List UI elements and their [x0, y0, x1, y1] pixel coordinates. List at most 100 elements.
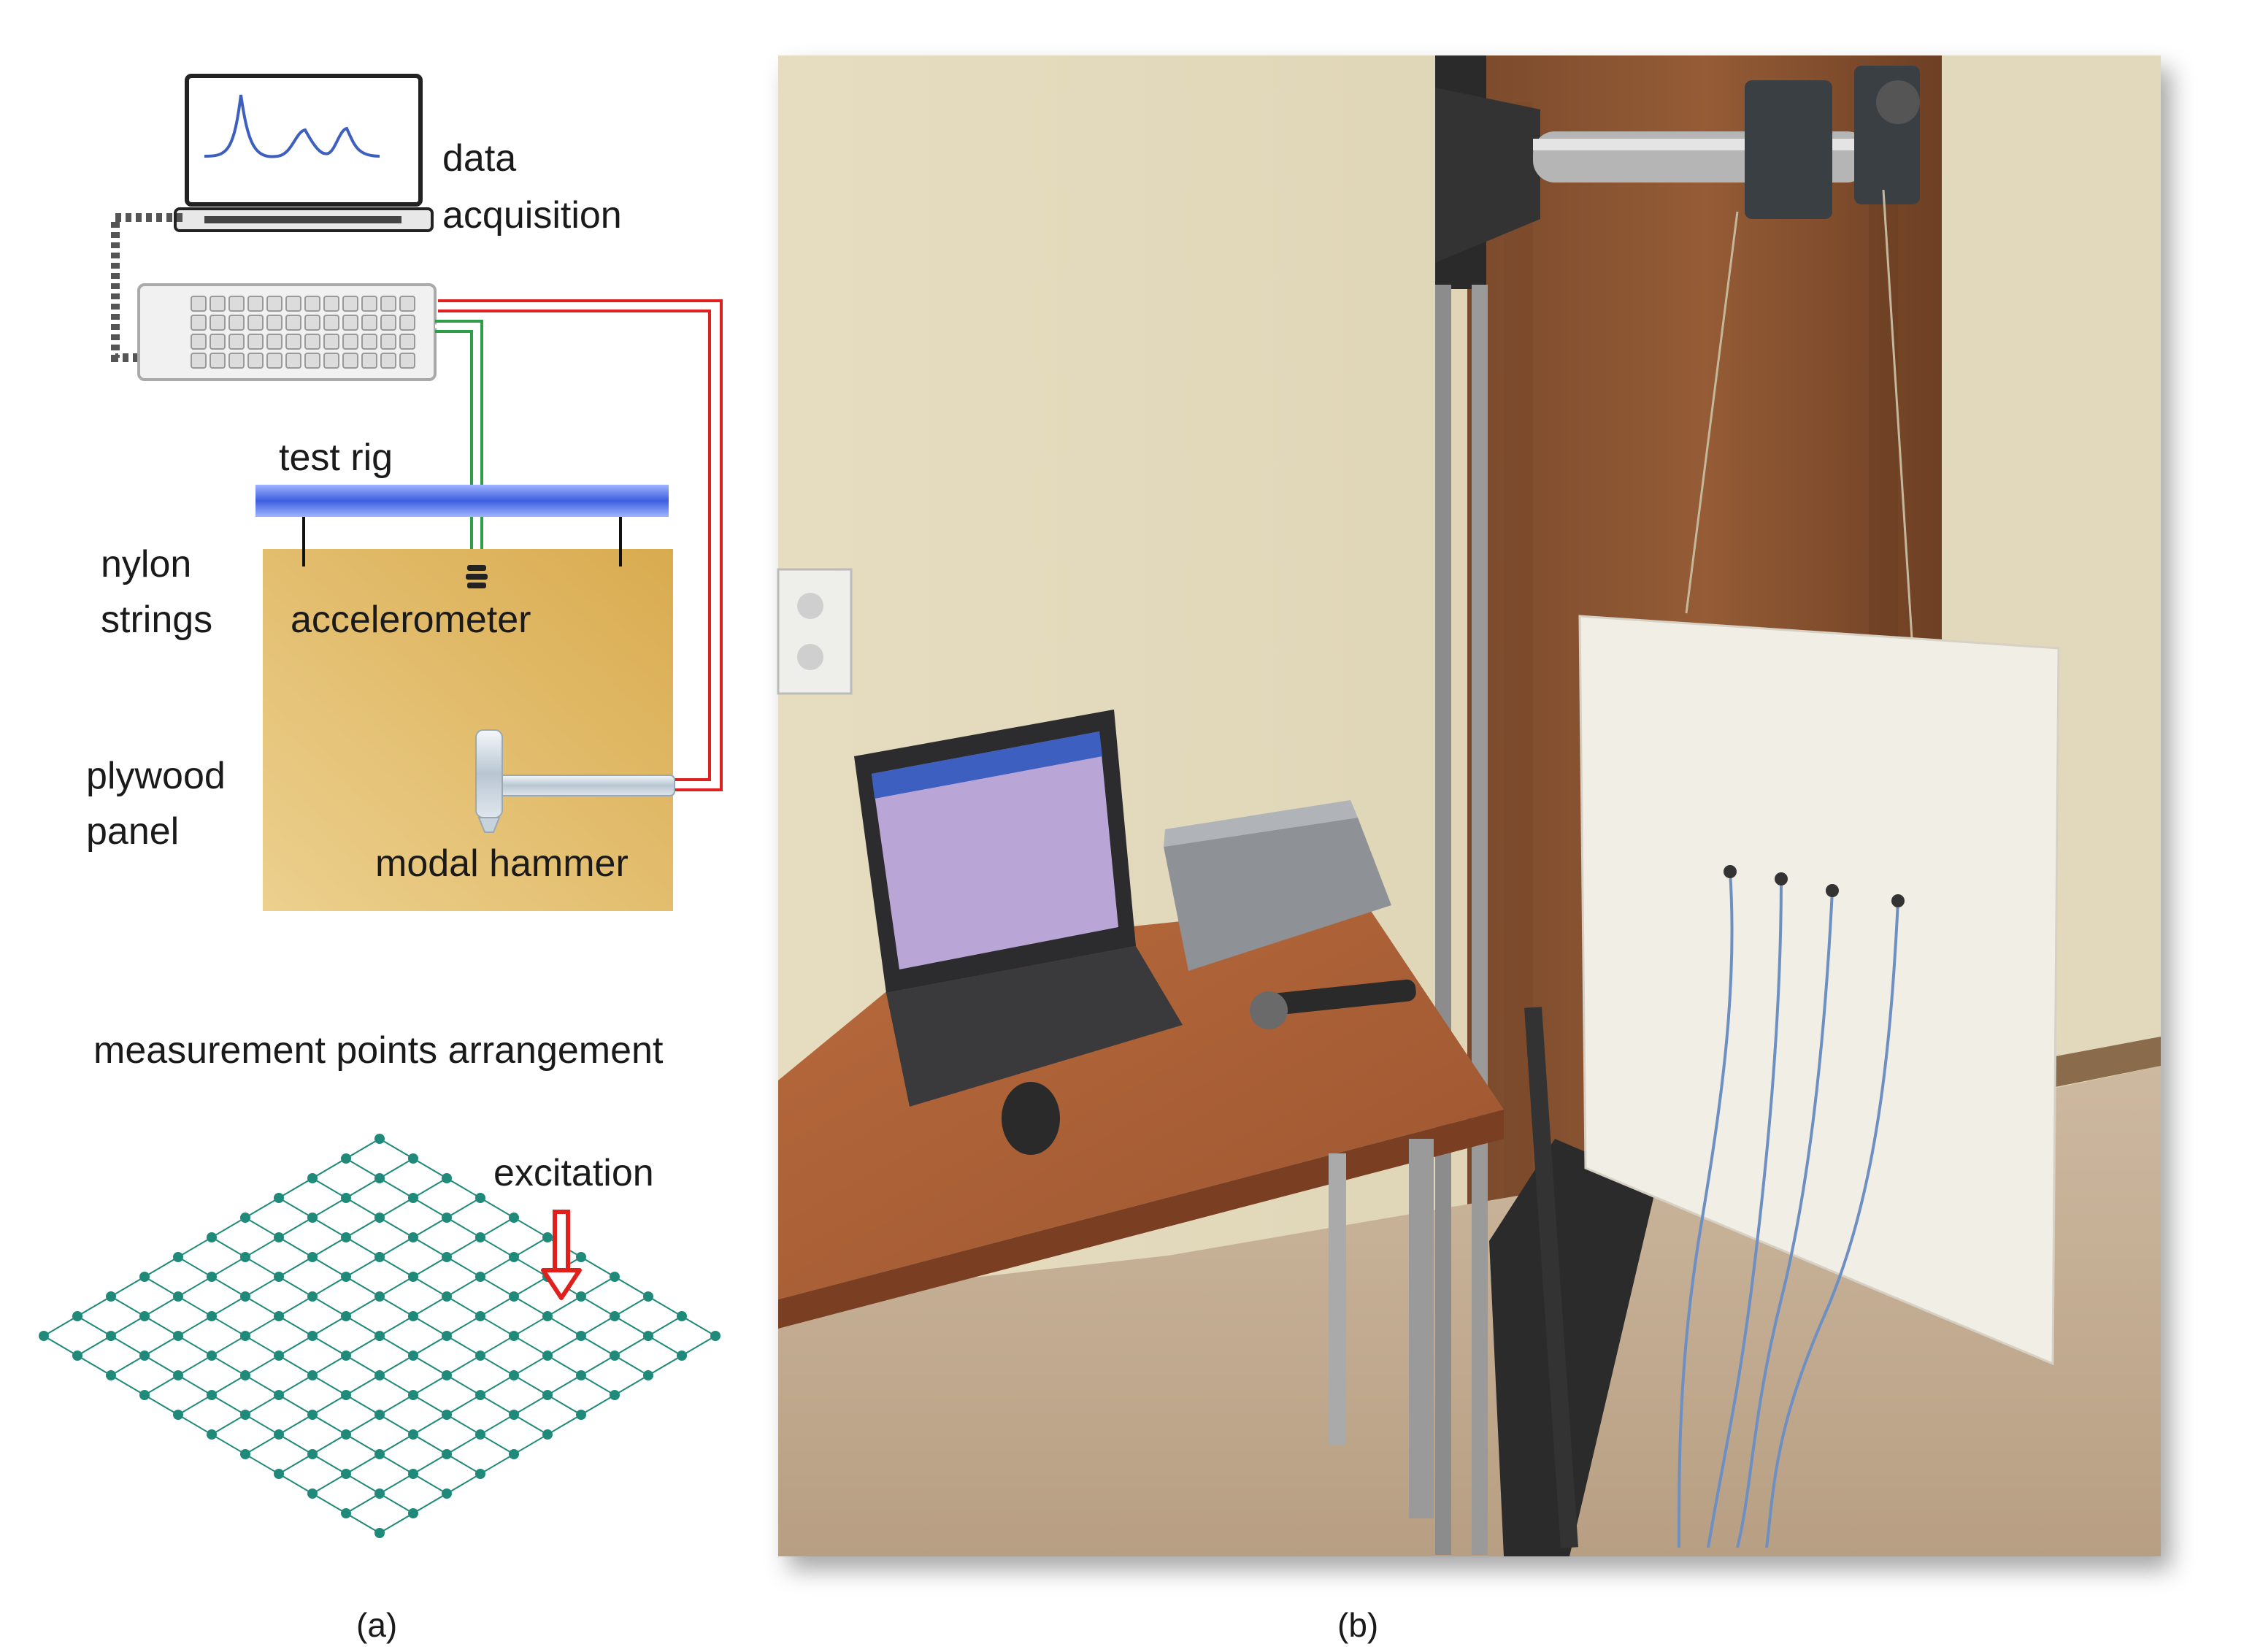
- daq-channel: [304, 315, 320, 331]
- measurement-point: [274, 1311, 284, 1321]
- measurement-point: [39, 1331, 49, 1341]
- measurement-point: [341, 1153, 351, 1164]
- measurement-point: [576, 1252, 586, 1262]
- measurement-point: [509, 1252, 519, 1262]
- daq-channel: [323, 353, 339, 369]
- measurement-point: [475, 1429, 485, 1440]
- measurement-point: [374, 1252, 385, 1262]
- measurement-point: [207, 1351, 217, 1361]
- measurement-point: [307, 1331, 318, 1341]
- daq-module-icon: [137, 283, 437, 381]
- panel-accelerometers: [1678, 871, 1899, 1548]
- measurement-point: [307, 1252, 318, 1262]
- measurement-point: [442, 1213, 452, 1223]
- daq-channel: [304, 334, 320, 350]
- daq-channel: [285, 296, 301, 312]
- measurement-point: [307, 1410, 318, 1420]
- measurement-point: [106, 1291, 116, 1302]
- measurement-point: [173, 1370, 183, 1380]
- measurement-point: [240, 1213, 250, 1223]
- measurement-point: [374, 1331, 385, 1341]
- plywood-panel: [263, 549, 673, 911]
- daq-channel: [399, 334, 415, 350]
- measurement-point: [442, 1370, 452, 1380]
- daq-channel: [399, 353, 415, 369]
- measurement-point: [610, 1351, 620, 1361]
- panel-a: data acquisition test rig: [39, 74, 723, 1644]
- measurement-point: [475, 1469, 485, 1479]
- measurement-point: [542, 1429, 553, 1440]
- measurement-point: [173, 1331, 183, 1341]
- measurement-point: [341, 1272, 351, 1282]
- photo-hammer: [1250, 979, 1416, 1029]
- hanging-plywood-panel: [1578, 615, 2060, 1366]
- measurement-point: [576, 1291, 586, 1302]
- daq-channel: [304, 353, 320, 369]
- daq-channel: [191, 353, 207, 369]
- measurement-point: [408, 1193, 418, 1203]
- daq-channel: [228, 334, 245, 350]
- measurement-point: [442, 1291, 452, 1302]
- measurement-point: [274, 1390, 284, 1400]
- measurement-point: [509, 1291, 519, 1302]
- daq-channel: [228, 315, 245, 331]
- measurement-point: [475, 1193, 485, 1203]
- daq-channel: [191, 315, 207, 331]
- panel-b-photo: [777, 55, 2161, 1556]
- daq-channel: [247, 334, 264, 350]
- measurement-points-label: measurement points arrangement: [93, 1029, 664, 1072]
- measurement-point: [307, 1488, 318, 1499]
- measurement-point: [442, 1488, 452, 1499]
- measurement-point: [341, 1469, 351, 1479]
- daq-channel: [210, 315, 226, 331]
- measurement-point: [442, 1449, 452, 1459]
- measurement-point: [139, 1351, 150, 1361]
- daq-channel: [228, 296, 245, 312]
- caption-b: (b): [1337, 1606, 1378, 1644]
- daq-channel: [361, 353, 377, 369]
- measurement-point: [408, 1390, 418, 1400]
- measurement-point: [374, 1291, 385, 1302]
- daq-channel: [247, 296, 264, 312]
- measurement-point: [576, 1370, 586, 1380]
- measurement-point: [643, 1291, 653, 1302]
- measurement-point: [374, 1134, 385, 1144]
- measurement-point: [643, 1370, 653, 1380]
- measurement-point: [374, 1410, 385, 1420]
- daq-channel: [361, 315, 377, 331]
- measurement-point: [207, 1232, 217, 1242]
- nylon-strings-label-2: strings: [101, 599, 212, 641]
- measurement-point: [240, 1449, 250, 1459]
- measurement-point: [341, 1508, 351, 1518]
- measurement-point: [475, 1390, 485, 1400]
- hammer-signal-cable: [438, 299, 723, 791]
- daq-channel: [210, 334, 226, 350]
- measurement-point: [240, 1370, 250, 1380]
- daq-channel: [399, 315, 415, 331]
- accelerometer-label: accelerometer: [291, 599, 531, 641]
- measurement-point: [307, 1370, 318, 1380]
- measurement-point: [542, 1351, 553, 1361]
- accelerometer-signal-cable: [435, 320, 483, 569]
- daq-channel: [361, 334, 377, 350]
- measurement-point: [374, 1488, 385, 1499]
- measurement-point: [240, 1291, 250, 1302]
- test-stand: [1435, 55, 1920, 1556]
- data-acquisition-label-2: acquisition: [442, 194, 622, 237]
- measurement-point: [307, 1173, 318, 1183]
- measurement-point: [475, 1272, 485, 1282]
- measurement-point: [610, 1272, 620, 1282]
- daq-channel: [380, 334, 396, 350]
- measurement-point: [307, 1449, 318, 1459]
- measurement-point: [374, 1370, 385, 1380]
- measurement-point: [72, 1311, 82, 1321]
- measurement-point: [374, 1449, 385, 1459]
- excitation-arrow-icon: [541, 1210, 582, 1300]
- measurement-point: [173, 1410, 183, 1420]
- daq-channel: [380, 353, 396, 369]
- photo-mouse: [1002, 1082, 1060, 1155]
- daq-channel: [285, 315, 301, 331]
- measurement-point: [341, 1351, 351, 1361]
- measurement-point: [72, 1351, 82, 1361]
